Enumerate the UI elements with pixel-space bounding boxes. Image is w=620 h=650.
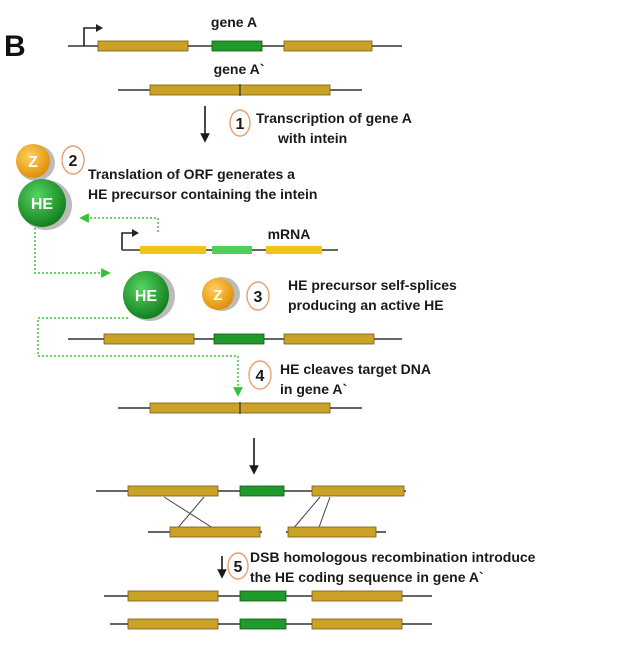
active-he-protein: HE Z [123, 271, 240, 321]
gene-a-exon-2 [283, 40, 373, 52]
step-1-text-line-1: Transcription of gene A [256, 110, 412, 126]
result-1-exon-2 [311, 590, 403, 602]
he-protein-mid [123, 271, 169, 319]
mrna-construct: mRNA [121, 226, 338, 254]
donor-intein [239, 485, 285, 497]
step-1-text-line-2: with intein [277, 130, 347, 146]
step-3-text-line-2: producing an active HE [288, 297, 444, 313]
result-1-intein [239, 590, 287, 602]
step-1-number: 1 [236, 116, 245, 133]
step-4-text-line-2: in gene A` [280, 381, 347, 397]
step-4-text-line-1: HE cleaves target DNA [280, 361, 431, 377]
step-3-circle [246, 281, 270, 311]
mrna-exon-1 [140, 246, 206, 254]
step-4-circle [248, 360, 272, 390]
step-2-circle [61, 145, 85, 175]
crossover-right-a [291, 496, 321, 531]
dotted-arrow-splicing [34, 228, 111, 278]
gene-a-middle-exon-2 [283, 333, 375, 345]
step-4-number: 4 [256, 368, 265, 385]
gene-a-promoter-arrow [83, 27, 98, 46]
step-3-number: 3 [254, 289, 263, 306]
result-2-exon-2 [311, 618, 403, 630]
z-protein-mid [202, 278, 234, 310]
panel-label: B [4, 30, 26, 63]
mrna-intein [212, 246, 252, 254]
mrna-promoter-arrowhead [132, 229, 139, 237]
he-precursor-protein: Z HE [16, 144, 72, 230]
step-3: 3 HE precursor self-splices producing an… [246, 277, 457, 313]
he-label-top: HE [31, 196, 54, 213]
z-label-mid: Z [213, 287, 222, 304]
gene-a-intein [211, 40, 263, 52]
donor-exon-2 [311, 485, 405, 497]
step-5-number: 5 [234, 559, 243, 576]
crossover-left-b [175, 496, 205, 531]
step-5-text-line-1: DSB homologous recombination introduce [250, 549, 536, 565]
result-1-exon-1 [127, 590, 219, 602]
result-strand-2 [110, 618, 432, 630]
mrna-label: mRNA [268, 226, 311, 242]
gene-a-promoter-arrowhead [96, 24, 103, 32]
z-label-top: Z [28, 154, 38, 171]
gene-a-prime-exon-1 [149, 84, 241, 96]
recombination-donor [96, 485, 406, 497]
step-2-number: 2 [69, 153, 78, 170]
step-5-text-line-2: the HE coding sequence in gene A` [250, 569, 484, 585]
crossover-right-b [317, 496, 331, 531]
donor-exon-1 [127, 485, 219, 497]
result-2-exon-1 [127, 618, 219, 630]
step-3-text-line-1: HE precursor self-splices [288, 277, 457, 293]
gene-a-exon-1 [97, 40, 189, 52]
dotted-arrow-cleavage [37, 317, 243, 397]
step-4: 4 HE cleaves target DNA in gene A` [248, 360, 431, 397]
step-2-text-line-1: Translation of ORF generates a [88, 166, 295, 182]
recipient-exon-2 [287, 526, 377, 538]
target-exon-1 [149, 402, 241, 414]
recipient-exon-1 [169, 526, 261, 538]
step-2-text-line-2: HE precursor containing the intein [88, 186, 317, 202]
z-protein-top [16, 144, 50, 178]
gene-a-prime-target [118, 402, 362, 414]
gene-a-label: gene A [211, 14, 257, 30]
gene-a-construct-middle [68, 333, 402, 345]
result-2-intein [239, 618, 287, 630]
gene-a-prime-exon-2 [239, 84, 331, 96]
gene-a-middle-exon-1 [103, 333, 195, 345]
mrna-promoter-arrow [121, 232, 134, 250]
step-2: 2 Translation of ORF generates a HE prec… [61, 145, 317, 202]
recombination-recipient [148, 526, 386, 538]
dotted-arrow-translation [79, 213, 159, 232]
target-exon-2 [239, 402, 331, 414]
he-label-mid: HE [135, 288, 158, 305]
step-5: 5 DSB homologous recombination introduce… [217, 549, 536, 585]
gene-a-middle-intein [213, 333, 265, 345]
gene-a-construct: gene A [68, 14, 402, 52]
step-5-circle [227, 552, 249, 580]
gene-a-prime-construct: gene A` [118, 61, 362, 96]
step-1: 1 Transcription of gene A with intein [229, 109, 412, 146]
result-strand-1 [104, 590, 432, 602]
he-protein-top [18, 179, 66, 227]
mrna-exon-2 [266, 246, 322, 254]
step-1-circle [229, 109, 251, 137]
gene-a-prime-label: gene A` [214, 61, 265, 77]
crossover-lines [163, 496, 331, 531]
